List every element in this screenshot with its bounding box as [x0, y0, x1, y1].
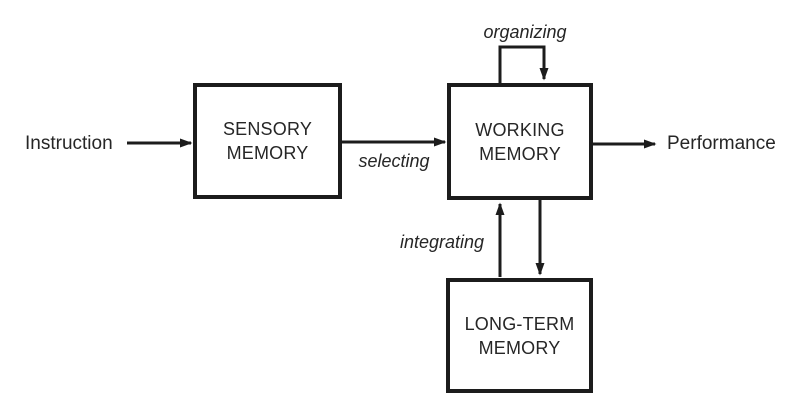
instruction-label: Instruction: [25, 133, 113, 154]
sensory-memory-box: SENSORY MEMORY: [193, 83, 342, 199]
performance-label: Performance: [667, 133, 776, 154]
long-term-memory-label-line2: MEMORY: [478, 337, 561, 358]
arrow-organizing-self-loop: [498, 45, 549, 83]
selecting-process-label: selecting: [358, 151, 430, 171]
working-memory-label-line2: MEMORY: [479, 143, 561, 164]
organizing-process-label: organizing: [483, 22, 567, 42]
integrating-process-label: integrating: [399, 232, 485, 252]
working-memory-box: WORKING MEMORY: [447, 83, 593, 200]
working-memory-label-line1: WORKING: [475, 119, 565, 140]
long-term-memory-label-line1: LONG-TERM: [464, 313, 575, 334]
long-term-memory-box: LONG-TERM MEMORY: [446, 278, 593, 393]
sensory-memory-label-line2: MEMORY: [226, 143, 309, 163]
sensory-memory-label-line1: SENSORY: [222, 119, 313, 139]
